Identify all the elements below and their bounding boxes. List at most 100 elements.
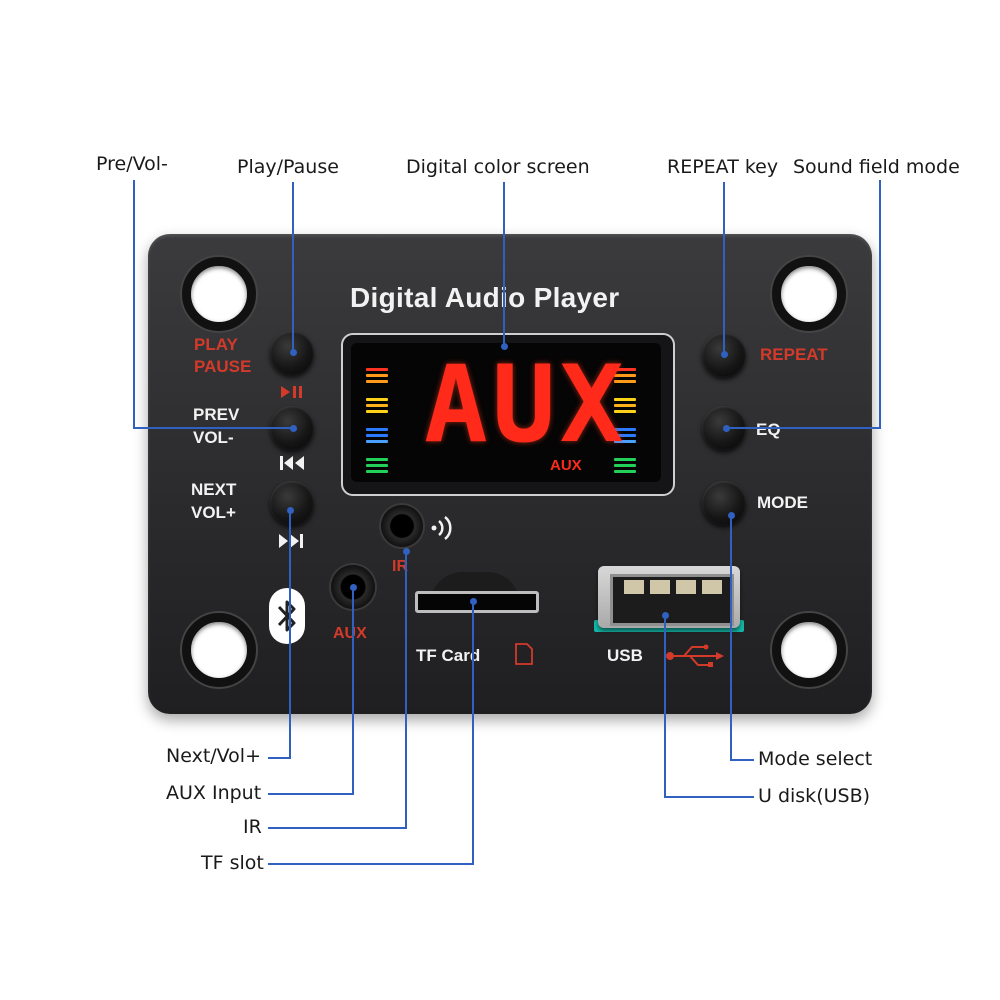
mode-button[interactable] <box>702 481 746 525</box>
eq-bar <box>614 368 636 371</box>
display-aux-indicator: AUX <box>550 457 582 474</box>
leader-dot-prev <box>289 424 297 432</box>
callout-pre-vol-minus: Pre/Vol- <box>96 153 168 175</box>
mounting-hole-top-right <box>772 257 846 331</box>
eq-bar <box>366 374 388 377</box>
eq-bar <box>366 464 388 467</box>
leader-line-next <box>289 510 291 758</box>
leader-dot-mode <box>727 511 735 519</box>
callout-play-pause: Play/Pause <box>237 156 339 178</box>
callout-tf-slot: TF slot <box>201 852 264 874</box>
eq-bar <box>614 434 636 437</box>
usb-contact <box>624 580 644 594</box>
eq-bar <box>366 404 388 407</box>
eq-bar <box>614 380 636 383</box>
board-title: Digital Audio Player <box>350 282 620 313</box>
leader-dot-eq <box>722 424 730 432</box>
leader-dot-usb <box>661 611 669 619</box>
callout-sound-field-mode: Sound field mode <box>793 156 960 178</box>
leader-line-mode <box>730 759 754 761</box>
ir-label: IR <box>392 558 408 575</box>
callout-next-vol-plus: Next/Vol+ <box>166 745 262 767</box>
ir-receiver <box>381 505 423 547</box>
leader-line-ir <box>405 551 407 828</box>
eq-bar <box>614 398 636 401</box>
leader-line-repeat <box>723 182 725 354</box>
previous-track-icon <box>280 456 304 470</box>
eq-bar <box>614 404 636 407</box>
next-vol-plus-button[interactable] <box>270 481 314 525</box>
leader-dot-next <box>286 506 294 514</box>
aux-label: AUX <box>333 625 367 642</box>
mode-label: MODE <box>757 493 808 512</box>
leader-dot-tf <box>469 597 477 605</box>
usb-symbol-icon <box>666 644 724 667</box>
display-digits: AUX <box>424 343 628 466</box>
usb-label: USB <box>607 646 643 665</box>
mounting-hole-top-left <box>182 257 256 331</box>
callout-mode-select: Mode select <box>758 748 873 770</box>
screen-panel <box>351 343 661 482</box>
eq-bar <box>614 428 636 431</box>
leader-line-tf <box>268 863 474 865</box>
leader-line-prev <box>133 427 293 429</box>
leader-line-aux <box>268 793 354 795</box>
repeat-label: REPEAT <box>760 345 828 364</box>
eq-bar <box>366 458 388 461</box>
callout-aux-input: AUX Input <box>166 782 262 804</box>
leader-line-aux <box>352 586 354 794</box>
play-label-line2: PAUSE <box>194 357 252 376</box>
eq-bar <box>366 398 388 401</box>
prev-label-line2: VOL- <box>193 428 234 447</box>
leader-line-usb <box>664 615 666 797</box>
eq-label: EQ <box>756 420 781 439</box>
next-label-line1: NEXT <box>191 480 237 499</box>
leader-line-play <box>292 182 294 352</box>
next-track-icon <box>279 534 303 548</box>
mounting-hole-bottom-right <box>772 613 846 687</box>
eq-bar <box>366 410 388 413</box>
leader-line-usb <box>664 796 754 798</box>
eq-bar <box>614 458 636 461</box>
play-label-line1: PLAY <box>194 335 238 354</box>
leader-line-eq <box>879 180 881 429</box>
next-label-line2: VOL+ <box>191 503 236 522</box>
eq-bar <box>614 464 636 467</box>
leader-line-eq <box>725 427 881 429</box>
leader-line-ir <box>268 827 407 829</box>
leader-line-prev <box>133 180 135 428</box>
eq-bar <box>614 374 636 377</box>
mounting-hole-bottom-left <box>182 613 256 687</box>
prev-label-line1: PREV <box>193 405 240 424</box>
leader-line-screen <box>503 182 505 346</box>
leader-dot-screen <box>500 342 508 350</box>
leader-dot-repeat <box>720 350 728 358</box>
usb-contact <box>702 580 722 594</box>
eq-bar <box>366 440 388 443</box>
leader-line-mode <box>730 515 732 760</box>
leader-dot-aux <box>349 583 357 591</box>
callout-ir: IR <box>243 816 262 838</box>
callout-u-disk: U disk(USB) <box>758 785 871 807</box>
leader-line-next <box>268 757 291 759</box>
sd-card-icon <box>515 643 533 665</box>
eq-bar <box>366 434 388 437</box>
eq-bar <box>366 428 388 431</box>
eq-bar <box>614 470 636 473</box>
leader-dot-ir <box>402 547 410 555</box>
play-pause-icon <box>281 386 302 398</box>
eq-bar <box>614 410 636 413</box>
eq-bar <box>366 380 388 383</box>
eq-bar <box>366 470 388 473</box>
tf-card-label: TF Card <box>416 646 481 665</box>
callout-repeat-key: REPEAT key <box>667 156 779 178</box>
ir-signal-icon <box>431 516 452 540</box>
leader-line-tf <box>472 601 474 864</box>
eq-bar <box>366 368 388 371</box>
usb-contact <box>676 580 696 594</box>
eq-bar <box>614 440 636 443</box>
leader-dot-play <box>289 348 297 356</box>
bluetooth-icon <box>277 600 296 632</box>
tf-card-slot[interactable] <box>415 591 539 613</box>
usb-contact <box>650 580 670 594</box>
